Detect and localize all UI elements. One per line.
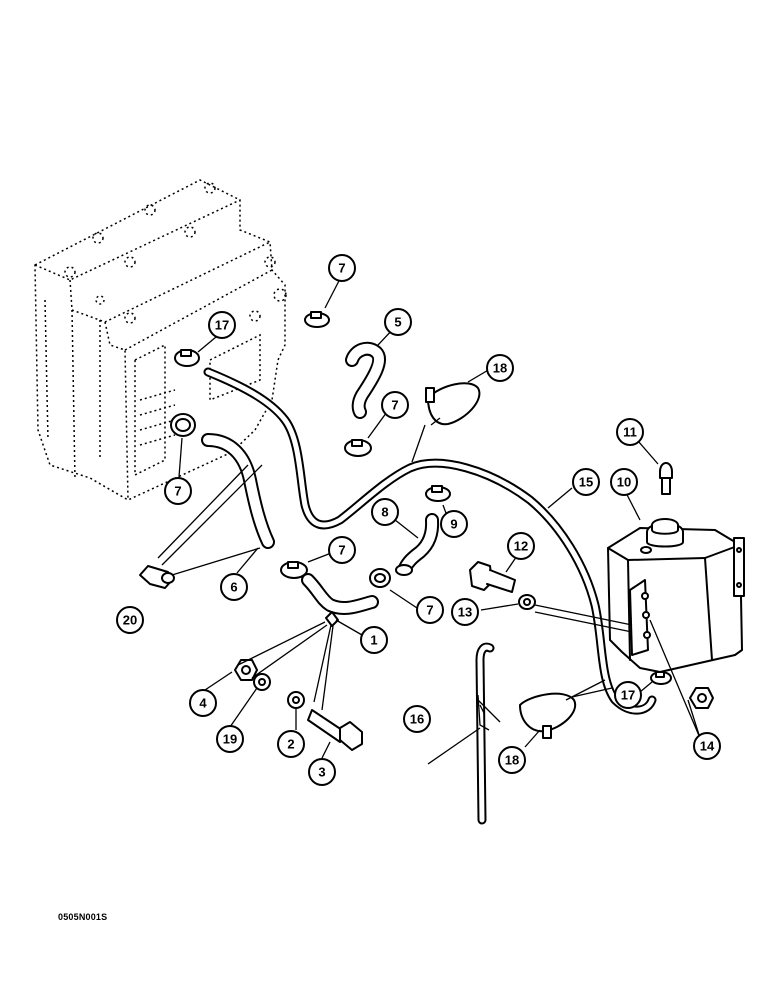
svg-text:18: 18 [493,361,507,376]
hose-clamp-9 [425,485,451,502]
svg-text:19: 19 [223,732,237,747]
svg-text:2: 2 [287,737,294,752]
svg-text:9: 9 [450,517,457,532]
callout-17-upper: 17 [208,311,236,339]
hose-clamp-7-right [369,568,391,588]
washer-2 [287,691,305,709]
hose-clamp-7-top [304,311,330,328]
callout-2: 2 [277,730,305,758]
svg-text:13: 13 [458,605,472,620]
bolt-3 [307,709,363,751]
washer-19 [253,673,271,691]
callout-4: 4 [189,689,217,717]
callout-8: 8 [371,498,399,526]
leader-lines [157,274,701,765]
bolt-12 [469,561,516,593]
hose-clamp-17-lower [650,671,672,685]
hose-6 [201,433,275,549]
callout-19: 19 [216,725,244,753]
hose-clamp-7-left [170,413,196,437]
svg-text:14: 14 [700,739,715,754]
svg-text:4: 4 [199,696,207,711]
svg-text:17: 17 [621,688,635,703]
svg-text:16: 16 [410,712,424,727]
callout-6: 6 [220,573,248,601]
svg-text:12: 12 [514,539,528,554]
hose-clamp-7-lower [280,561,308,579]
svg-text:7: 7 [338,261,345,276]
svg-text:20: 20 [123,613,137,628]
svg-text:1: 1 [370,633,377,648]
callout-3: 3 [308,758,336,786]
callout-7-mid: 7 [381,391,409,419]
callout-12: 12 [507,532,535,560]
overflow-tube [203,367,657,715]
svg-text:8: 8 [381,505,388,520]
svg-text:7: 7 [174,484,181,499]
nut-14 [689,687,714,709]
callout-7-lower: 7 [328,536,356,564]
callout-7-left: 7 [164,477,192,505]
hose-clamp-17-upper [174,349,200,367]
callout-13: 13 [451,598,479,626]
hose-8 [395,513,440,576]
cap-11 [659,462,673,495]
callout-15: 15 [572,468,600,496]
svg-text:6: 6 [230,580,237,595]
pipe-1 [301,573,379,627]
svg-text:10: 10 [617,475,631,490]
tube-16 [475,642,495,825]
clip-20 [139,565,175,589]
drawing-code: 0505N001S [58,912,108,922]
svg-text:7: 7 [338,543,345,558]
callout-11: 11 [616,418,644,446]
svg-text:7: 7 [426,603,433,618]
callout-20: 20 [116,606,144,634]
nut-4 [234,659,258,681]
band-clamp-18-lower [519,692,577,739]
band-clamp-18-upper [425,382,481,426]
callout-10: 10 [610,468,638,496]
svg-text:3: 3 [318,765,325,780]
callout-18-lower: 18 [498,746,526,774]
callout-7-top: 7 [328,254,356,282]
callout-5: 5 [384,308,412,336]
coolant-reservoir [607,518,745,673]
callout-18-upper: 18 [486,354,514,382]
svg-text:7: 7 [391,398,398,413]
svg-text:11: 11 [623,425,637,440]
svg-text:15: 15 [579,475,593,490]
callout-1: 1 [360,626,388,654]
svg-text:18: 18 [505,753,519,768]
hose-clamp-7-mid [344,439,372,457]
callout-17-lower: 17 [614,681,642,709]
callout-7-right: 7 [416,596,444,624]
svg-text:5: 5 [394,315,401,330]
callout-14: 14 [693,732,721,760]
washer-13 [518,594,536,610]
callout-9: 9 [440,510,468,538]
svg-text:17: 17 [215,318,229,333]
callout-16: 16 [403,705,431,733]
hose-5 [345,341,386,419]
radiator-phantom [34,179,287,501]
